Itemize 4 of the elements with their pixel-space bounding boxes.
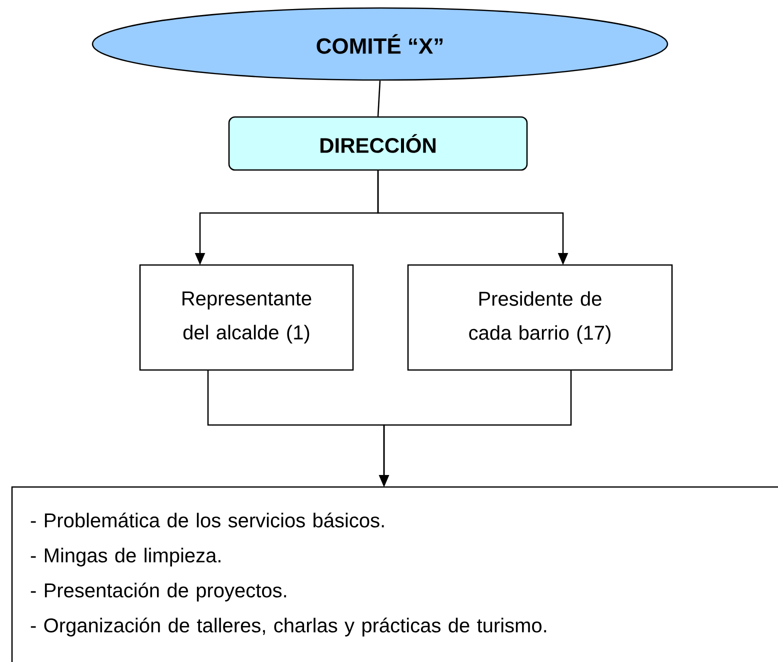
direction-box: DIRECCIÓN [228, 116, 528, 171]
activities-box: - Problemática de los servicios básicos. - Mingas de limpieza. - Presentación de proyectos. - Organización de talleres, charlas y prácticas de turismo. [11, 486, 778, 662]
member-box: Presidente de cada barrio (17) [407, 264, 673, 371]
member-box: Representante del alcalde (1) [139, 264, 354, 371]
